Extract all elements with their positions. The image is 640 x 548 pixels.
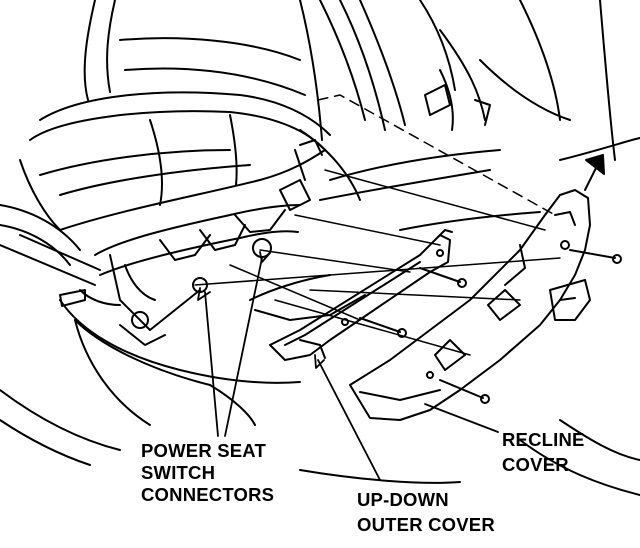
floor-carpet xyxy=(0,0,640,496)
removal-direction-arrow xyxy=(584,154,605,191)
label-line: OUTER COVER xyxy=(357,514,495,535)
up-down-outer-cover-label: UP-DOWN OUTER COVER xyxy=(357,487,495,537)
alignment-lines xyxy=(194,94,561,356)
label-line: SWITCH xyxy=(141,462,216,483)
recline-cover xyxy=(349,189,591,421)
label-line: POWER SEAT xyxy=(141,440,266,461)
label-line: RECLINE xyxy=(502,429,585,450)
label-line: CONNECTORS xyxy=(141,484,275,505)
label-line: COVER xyxy=(502,454,569,475)
seat-cushion xyxy=(0,0,331,266)
power-seat-switch-connectors-label: POWER SEAT SWITCH CONNECTORS xyxy=(141,440,274,506)
label-line: UP-DOWN xyxy=(357,489,449,510)
recline-cover-label: RECLINE COVER xyxy=(502,427,585,477)
mounting-screws xyxy=(359,249,622,404)
seat-frame-mechanism xyxy=(0,139,366,426)
leader-lines xyxy=(197,251,499,481)
